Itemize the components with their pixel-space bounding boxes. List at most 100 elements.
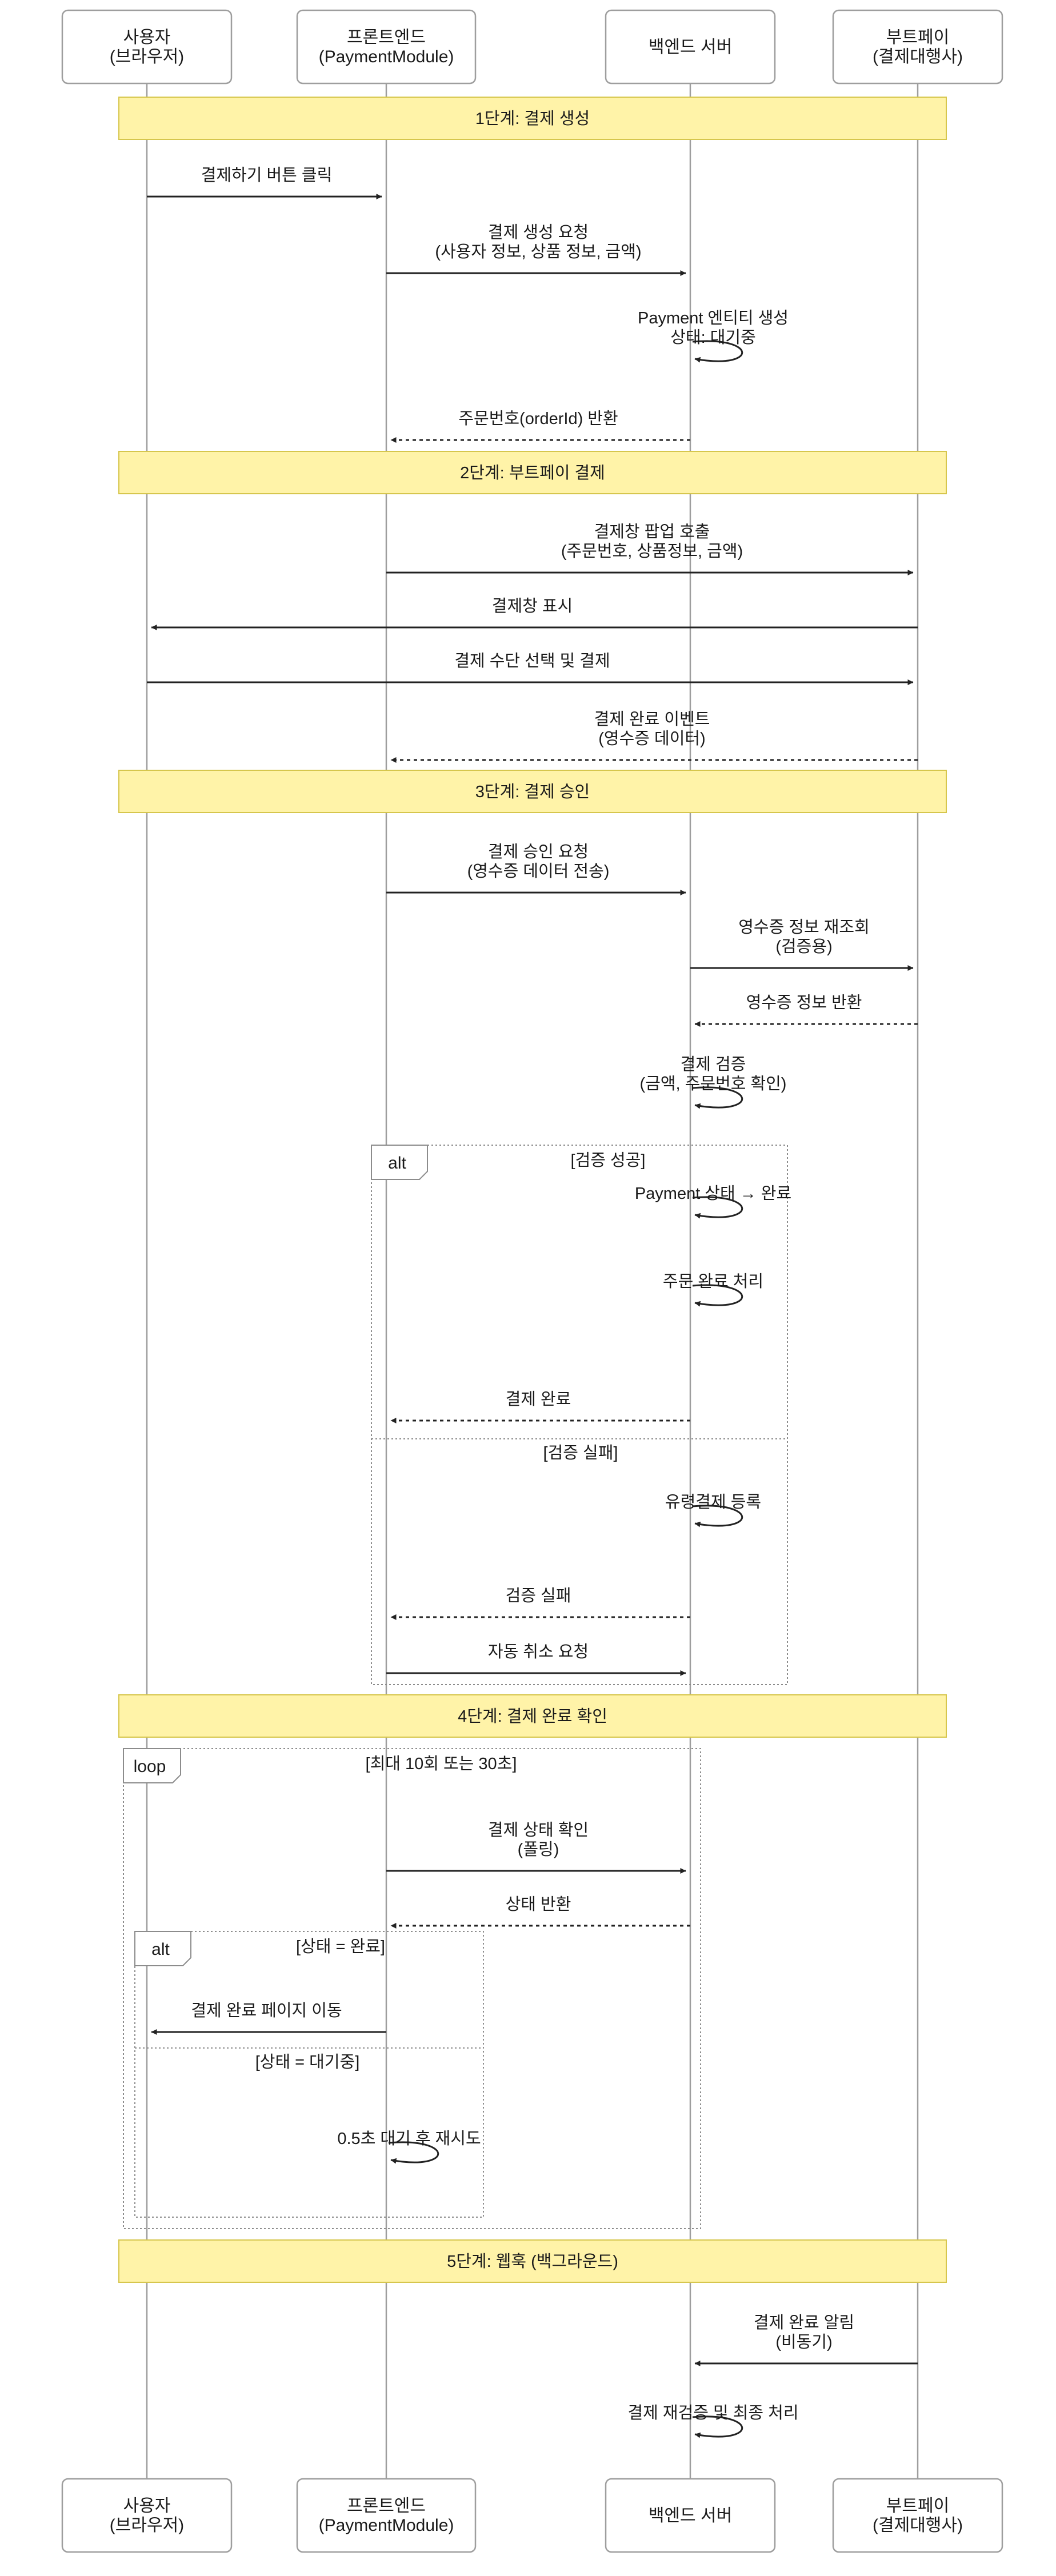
actor-box-user-top: 사용자(브라우저) [61, 9, 233, 85]
message-label: 결제 승인 요청 [488, 843, 589, 861]
message-arrow: 상태 반환 [390, 1895, 690, 1929]
message-label: 결제 검증 [681, 1055, 746, 1074]
message-arrow: 결제 상태 확인 (폴링) [386, 1821, 686, 1874]
actor-box-backend-bottom: 백엔드 서버 [605, 2478, 776, 2553]
fragment-tag [134, 1931, 191, 1966]
self-message: 0.5초 대기 후 재시도 [337, 2129, 481, 2164]
message-label: 결제 완료 이벤트 [594, 710, 710, 729]
fragment-operator: alt [151, 1940, 170, 1959]
actor-label: (결제대행사) [873, 2516, 963, 2535]
actor-label: (PaymentModule) [319, 2516, 454, 2535]
phase-label: 1단계: 결제 생성 [475, 109, 590, 128]
phase-banner: 2단계: 부트페이 결제 [118, 451, 947, 494]
fragment-condition: [상태 = 대기중] [255, 2053, 360, 2071]
message-label: (사용자 정보, 상품 정보, 금액) [435, 243, 641, 261]
message-label: 자동 취소 요청 [488, 1643, 589, 1661]
actor-label: (브라우저) [110, 47, 184, 66]
self-message: Payment 상태 → 완료 [635, 1185, 791, 1219]
phase-banner: 5단계: 웹훅 (백그라운드) [118, 2239, 947, 2283]
phase-banner: 3단계: 결제 승인 [118, 770, 947, 813]
actor-label: (브라우저) [110, 2516, 184, 2535]
message-label: (검증용) [775, 938, 832, 956]
alt-fragment: alt [상태 = 완료] [상태 = 대기중] [134, 1931, 484, 2218]
actor-label: 백엔드 서버 [649, 38, 732, 57]
message-arrow: 영수증 정보 재조회(검증용) [690, 918, 914, 971]
actor-label: 프론트엔드 [347, 2497, 426, 2515]
message-label: 결제 생성 요청 [488, 223, 589, 242]
phase-banner: 4단계: 결제 완료 확인 [118, 1694, 947, 1738]
actor-box-bootpay-bottom: 부트페이(결제대행사) [832, 2478, 1003, 2553]
actor-label: 사용자 [123, 2497, 171, 2515]
message-label: 검증 실패 [506, 1587, 571, 1605]
message-label: 영수증 정보 재조회 [738, 918, 870, 937]
message-arrow: 결제 완료 [390, 1390, 690, 1423]
alt-fragment: alt[검증 성공][검증 실패] [371, 1145, 788, 1685]
message-arrow: 영수증 정보 반환 [694, 994, 918, 1027]
fragment-tag [371, 1145, 428, 1180]
message-label: 결제 완료 알림 [754, 2314, 854, 2332]
message-label: (영수증 데이터) [598, 729, 705, 748]
message-label: (금액, 주문번호 확인) [640, 1074, 787, 1093]
actor-label: 백엔드 서버 [649, 2506, 732, 2525]
loop-fragment: loop [최대 10회 또는 30초] [123, 1748, 701, 2229]
fragment-tag [123, 1748, 181, 1783]
self-message: 유령결제 등록 [665, 1493, 761, 1527]
message-arrow: 검증 실패 [390, 1587, 690, 1620]
message-label: 결제 수단 선택 및 결제 [454, 651, 610, 670]
fragment-operator: alt [388, 1154, 406, 1173]
actor-box-bootpay-top: 부트페이(결제대행사) [832, 9, 1003, 85]
message-arrow: 결제 승인 요청(영수증 데이터 전송) [386, 843, 686, 895]
self-message: 주문 완료 처리 [663, 1273, 763, 1307]
message-arrow: 자동 취소 요청 [386, 1643, 686, 1676]
actor-box-frontend-top: 프론트엔드(PaymentModule) [296, 9, 477, 85]
actor-box-user-bottom: 사용자(브라우저) [61, 2478, 233, 2553]
message-label: 상태 반환 [506, 1895, 571, 1914]
message-label: (폴링) [518, 1841, 559, 1859]
phase-label: 2단계: 부트페이 결제 [460, 463, 605, 482]
message-label: 주문 완료 처리 [663, 1273, 763, 1291]
message-arrow: 결제창 팝업 호출(주문번호, 상품정보, 금액) [386, 522, 914, 575]
message-label: 결제창 표시 [492, 597, 573, 615]
message-arrow: 결제 완료 페이지 이동 [151, 2002, 386, 2035]
actor-label: 프론트엔드 [347, 28, 426, 47]
self-message: 결제 재검증 및 최종 처리 [627, 2404, 799, 2438]
actor-label: 부트페이 [886, 28, 949, 47]
actor-label: 사용자 [123, 28, 171, 47]
message-label: 결제 완료 [506, 1390, 571, 1409]
message-label: (영수증 데이터 전송) [467, 862, 610, 881]
fragment-operator: loop [134, 1757, 166, 1776]
fragment-condition: [검증 성공] [571, 1151, 646, 1170]
message-arrow: 결제하기 버튼 클릭 [147, 166, 382, 199]
message-arrow: 결제 완료 이벤트(영수증 데이터) [390, 710, 918, 763]
phase-banner: 1단계: 결제 생성 [118, 97, 947, 140]
message-label: (비동기) [775, 2333, 832, 2351]
message-label: 상태: 대기중 [670, 328, 756, 347]
message-label: 결제창 팝업 호출 [594, 522, 710, 541]
message-label: Payment 상태 → 완료 [635, 1185, 791, 1203]
message-arrow: 결제 완료 알림(비동기) [694, 2314, 918, 2366]
message-label: 결제 완료 페이지 이동 [191, 2002, 342, 2020]
message-label: (주문번호, 상품정보, 금액) [561, 542, 743, 561]
message-label: 결제 재검증 및 최종 처리 [627, 2404, 798, 2422]
fragment-condition: [상태 = 완료] [296, 1938, 385, 1956]
phase-label: 3단계: 결제 승인 [475, 782, 590, 801]
message-label: 결제 상태 확인 [488, 1821, 589, 1839]
message-arrow: 주문번호(orderId) 반환 [390, 410, 690, 443]
message-label: 영수증 정보 반환 [746, 994, 862, 1012]
actor-label: (PaymentModule) [319, 47, 454, 66]
message-arrow: 결제 수단 선택 및 결제 [147, 651, 914, 685]
message-label: 0.5초 대기 후 재시도 [337, 2129, 481, 2148]
phase-label: 5단계: 웹훅 (백그라운드) [447, 2252, 618, 2271]
fragment-condition: [최대 10회 또는 30초] [366, 1754, 517, 1773]
actor-label: (결제대행사) [873, 47, 963, 66]
actor-box-frontend-bottom: 프론트엔드(PaymentModule) [296, 2478, 477, 2553]
message-label: 주문번호(orderId) 반환 [458, 410, 618, 428]
message-arrow: 결제 생성 요청(사용자 정보, 상품 정보, 금액) [386, 223, 686, 276]
actor-label: 부트페이 [886, 2497, 949, 2515]
self-message: 결제 검증(금액, 주문번호 확인) [640, 1055, 787, 1109]
phase-label: 4단계: 결제 완료 확인 [458, 1707, 607, 1726]
message-label: Payment 엔티티 생성 [638, 309, 789, 327]
message-label: 유령결제 등록 [665, 1493, 761, 1511]
